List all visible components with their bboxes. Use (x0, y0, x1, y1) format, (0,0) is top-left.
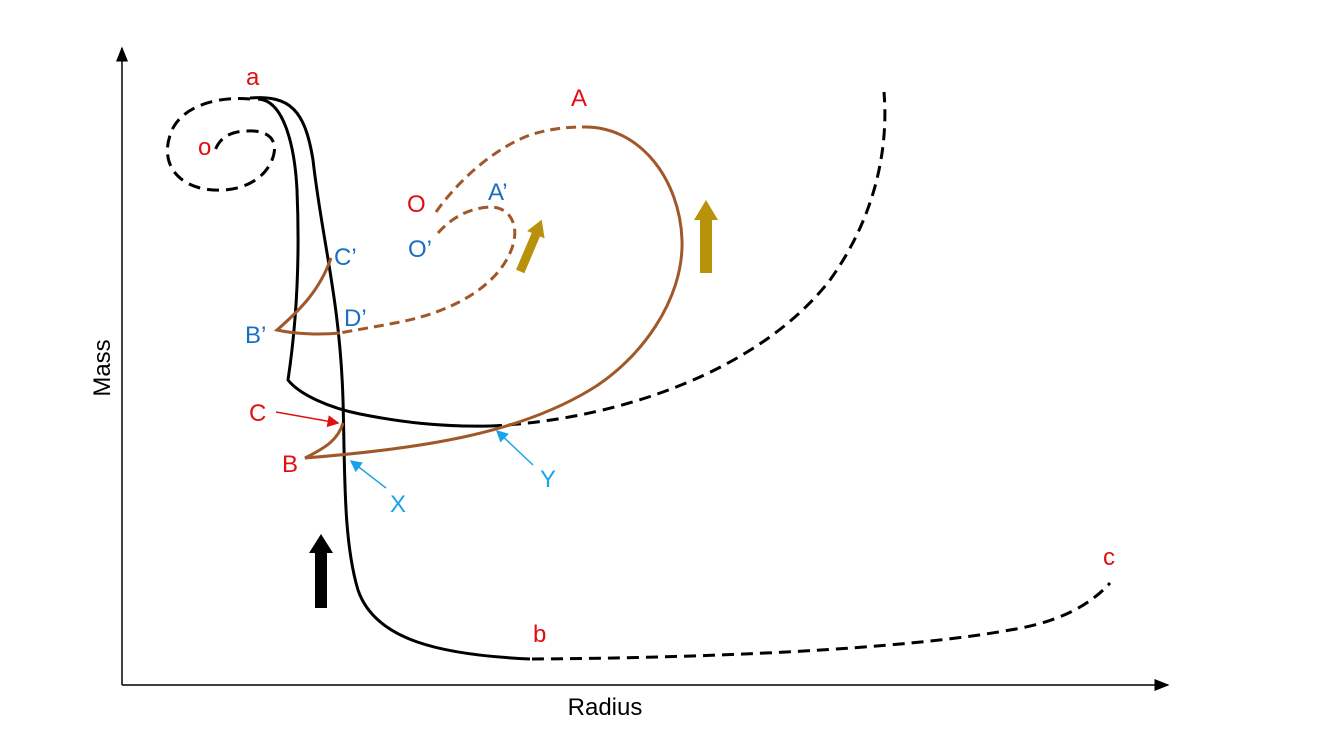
label-Y: Y (540, 466, 556, 493)
pointer-arrow-C (275, 411, 340, 428)
black-dashed-branch-upper (489, 91, 887, 428)
brown-dashed-O-A (434, 125, 583, 213)
brown-dashed-Oprime-loop (339, 205, 517, 335)
label-A-prime: A’ (488, 179, 508, 206)
olive-up-arrow-large (694, 200, 718, 273)
brown-solid-A-B-C (304, 125, 684, 460)
label-A: A (571, 85, 587, 112)
black-dashed-spiral (165, 96, 276, 192)
label-B-prime: B’ (245, 322, 266, 349)
label-b: b (533, 621, 546, 648)
label-B: B (282, 451, 298, 478)
olive-diagonal-arrow (516, 219, 545, 274)
black-solid-curve-main (249, 96, 531, 661)
y-axis-title: Mass (89, 339, 116, 396)
label-D-prime: D’ (344, 305, 367, 332)
black-up-arrow (309, 534, 333, 608)
label-O-prime: O’ (408, 236, 432, 263)
x-axis-title: Radius (568, 694, 643, 721)
label-X: X (390, 491, 406, 518)
black-dashed-branch-b-c (531, 581, 1112, 661)
pointer-arrow-X (349, 460, 387, 489)
label-o: o (198, 134, 211, 161)
pointer-arrow-Y (495, 429, 534, 466)
label-C-prime: C’ (334, 244, 357, 271)
label-C: C (249, 400, 266, 427)
label-c: c (1103, 544, 1115, 571)
brown-solid-Dprime-Bprime-Cprime (273, 257, 341, 336)
label-O: O (407, 191, 426, 218)
label-a: a (246, 64, 260, 91)
black-solid-curve-inner (257, 97, 491, 428)
